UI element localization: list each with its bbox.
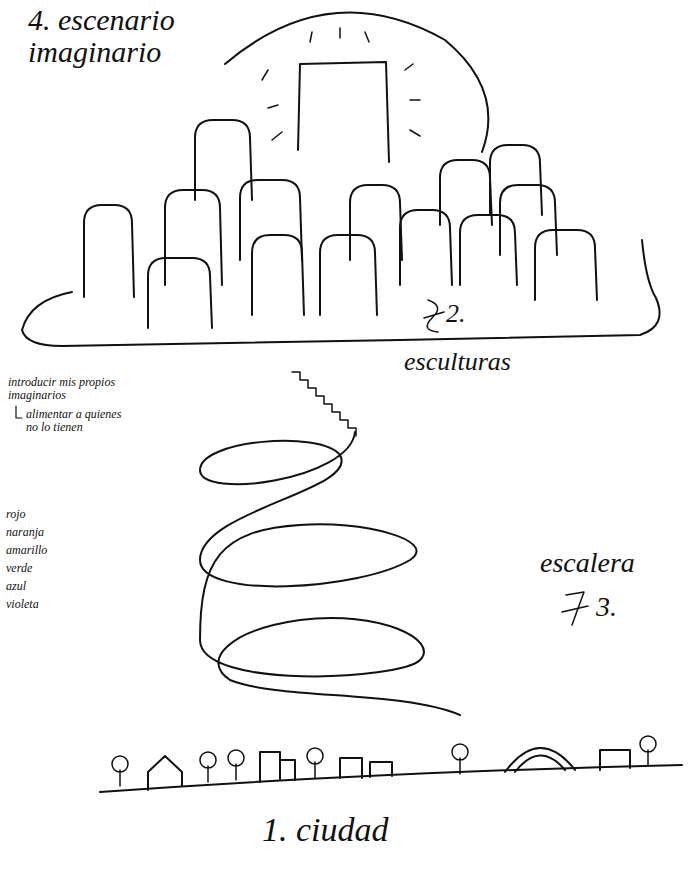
building	[340, 758, 392, 778]
crossed-digit	[562, 592, 588, 625]
part-label: 3.	[596, 592, 646, 621]
sculpture	[195, 120, 252, 200]
part-label: 4. escenario imaginario	[28, 4, 238, 67]
part-label: 2.	[446, 300, 486, 327]
sculpture	[400, 210, 452, 285]
tree	[452, 744, 468, 774]
note-arrow	[16, 406, 22, 418]
sculpture	[490, 145, 542, 215]
dome-arc	[225, 13, 488, 152]
tree	[112, 756, 128, 786]
light-ray	[365, 32, 369, 42]
light-ray	[410, 130, 420, 136]
sculpture	[500, 185, 557, 255]
note-text: amarillo	[6, 544, 76, 557]
note-text: violeta	[6, 598, 76, 611]
sculpture	[84, 205, 134, 297]
part-label: esculturas	[404, 348, 554, 375]
light-ray	[405, 64, 413, 70]
note-text: naranja	[6, 526, 76, 539]
sculpture	[320, 235, 377, 315]
tree	[640, 736, 656, 766]
tree	[200, 752, 216, 782]
part-label: 1. ciudad	[262, 812, 462, 848]
sculpture	[460, 215, 517, 285]
sculpture	[252, 235, 304, 315]
sculpture	[350, 185, 402, 260]
light-ray	[310, 32, 312, 42]
light-ray	[262, 70, 268, 80]
tree	[228, 750, 244, 780]
sculpture	[240, 180, 302, 260]
crossed-digit	[424, 300, 444, 332]
building	[260, 752, 295, 782]
stair-steps	[292, 372, 356, 436]
sculpture	[535, 230, 597, 300]
light-ray	[272, 132, 282, 140]
spiral-staircase	[200, 432, 460, 715]
house	[148, 756, 182, 790]
note-text: alimentar a quienes no lo tienen	[26, 408, 126, 433]
part-label: escalera	[540, 548, 690, 577]
cloud-outline	[22, 240, 660, 346]
note-text: verde	[6, 562, 76, 575]
rainbow	[505, 748, 575, 772]
building	[600, 750, 630, 770]
note-text: rojo	[6, 508, 76, 521]
sculpture	[148, 258, 212, 328]
light-ray	[410, 99, 420, 101]
tree	[307, 748, 323, 778]
light-ray	[268, 105, 278, 108]
glowing-door	[298, 62, 389, 162]
note-text: introducir mis propios imaginarios	[8, 376, 118, 401]
sculpture	[165, 190, 222, 285]
light-ray	[339, 28, 341, 38]
note-text: azul	[6, 580, 76, 593]
